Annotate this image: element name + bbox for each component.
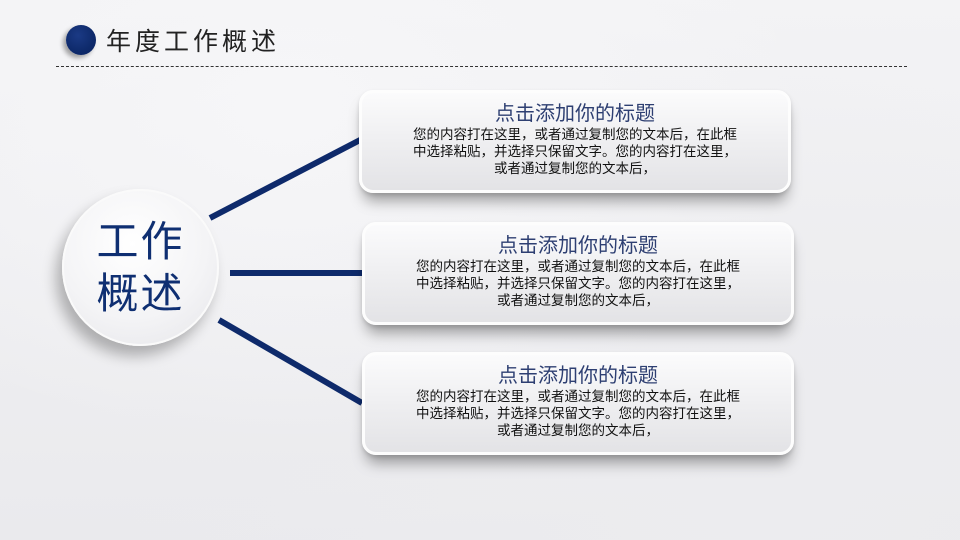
connector-bottom	[217, 317, 364, 406]
content-card-2[interactable]: 点击添加你的标题 您的内容打在这里，或者通过复制您的文本后，在此框 中选择粘贴，…	[362, 222, 794, 325]
card-title[interactable]: 点击添加你的标题	[498, 363, 658, 387]
card-title[interactable]: 点击添加你的标题	[495, 101, 655, 125]
card-body-line: 中选择粘贴，并选择只保留文字。您的内容打在这里，	[413, 144, 737, 160]
card-body-line: 或者通过复制您的文本后，	[494, 161, 656, 177]
card-body-line: 中选择粘贴，并选择只保留文字。您的内容打在这里，	[416, 276, 740, 292]
dashed-divider	[56, 66, 907, 67]
card-body[interactable]: 您的内容打在这里，或者通过复制您的文本后，在此框 中选择粘贴，并选择只保留文字。…	[375, 127, 775, 178]
slide-header: 年度工作概述	[66, 22, 280, 58]
hub-circle: 工作 概述	[62, 189, 219, 346]
card-body-line: 中选择粘贴，并选择只保留文字。您的内容打在这里，	[416, 406, 740, 422]
card-body-line: 您的内容打在这里，或者通过复制您的文本后，在此框	[416, 259, 740, 275]
content-card-3[interactable]: 点击添加你的标题 您的内容打在这里，或者通过复制您的文本后，在此框 中选择粘贴，…	[362, 352, 794, 455]
connector-top	[208, 136, 364, 221]
hub-label-line2: 概述	[96, 268, 185, 318]
content-card-1[interactable]: 点击添加你的标题 您的内容打在这里，或者通过复制您的文本后，在此框 中选择粘贴，…	[359, 90, 791, 193]
card-title[interactable]: 点击添加你的标题	[498, 233, 658, 257]
card-body-line: 或者通过复制您的文本后，	[497, 423, 659, 439]
card-body[interactable]: 您的内容打在这里，或者通过复制您的文本后，在此框 中选择粘贴，并选择只保留文字。…	[378, 389, 778, 440]
hub-label-line1: 工作	[96, 216, 185, 266]
card-body-line: 您的内容打在这里，或者通过复制您的文本后，在此框	[413, 127, 737, 143]
card-body[interactable]: 您的内容打在这里，或者通过复制您的文本后，在此框 中选择粘贴，并选择只保留文字。…	[378, 259, 778, 310]
card-body-line: 或者通过复制您的文本后，	[497, 293, 659, 309]
slide-title: 年度工作概述	[106, 27, 281, 56]
bullet-dot-icon	[66, 25, 96, 55]
card-body-line: 您的内容打在这里，或者通过复制您的文本后，在此框	[416, 389, 740, 405]
